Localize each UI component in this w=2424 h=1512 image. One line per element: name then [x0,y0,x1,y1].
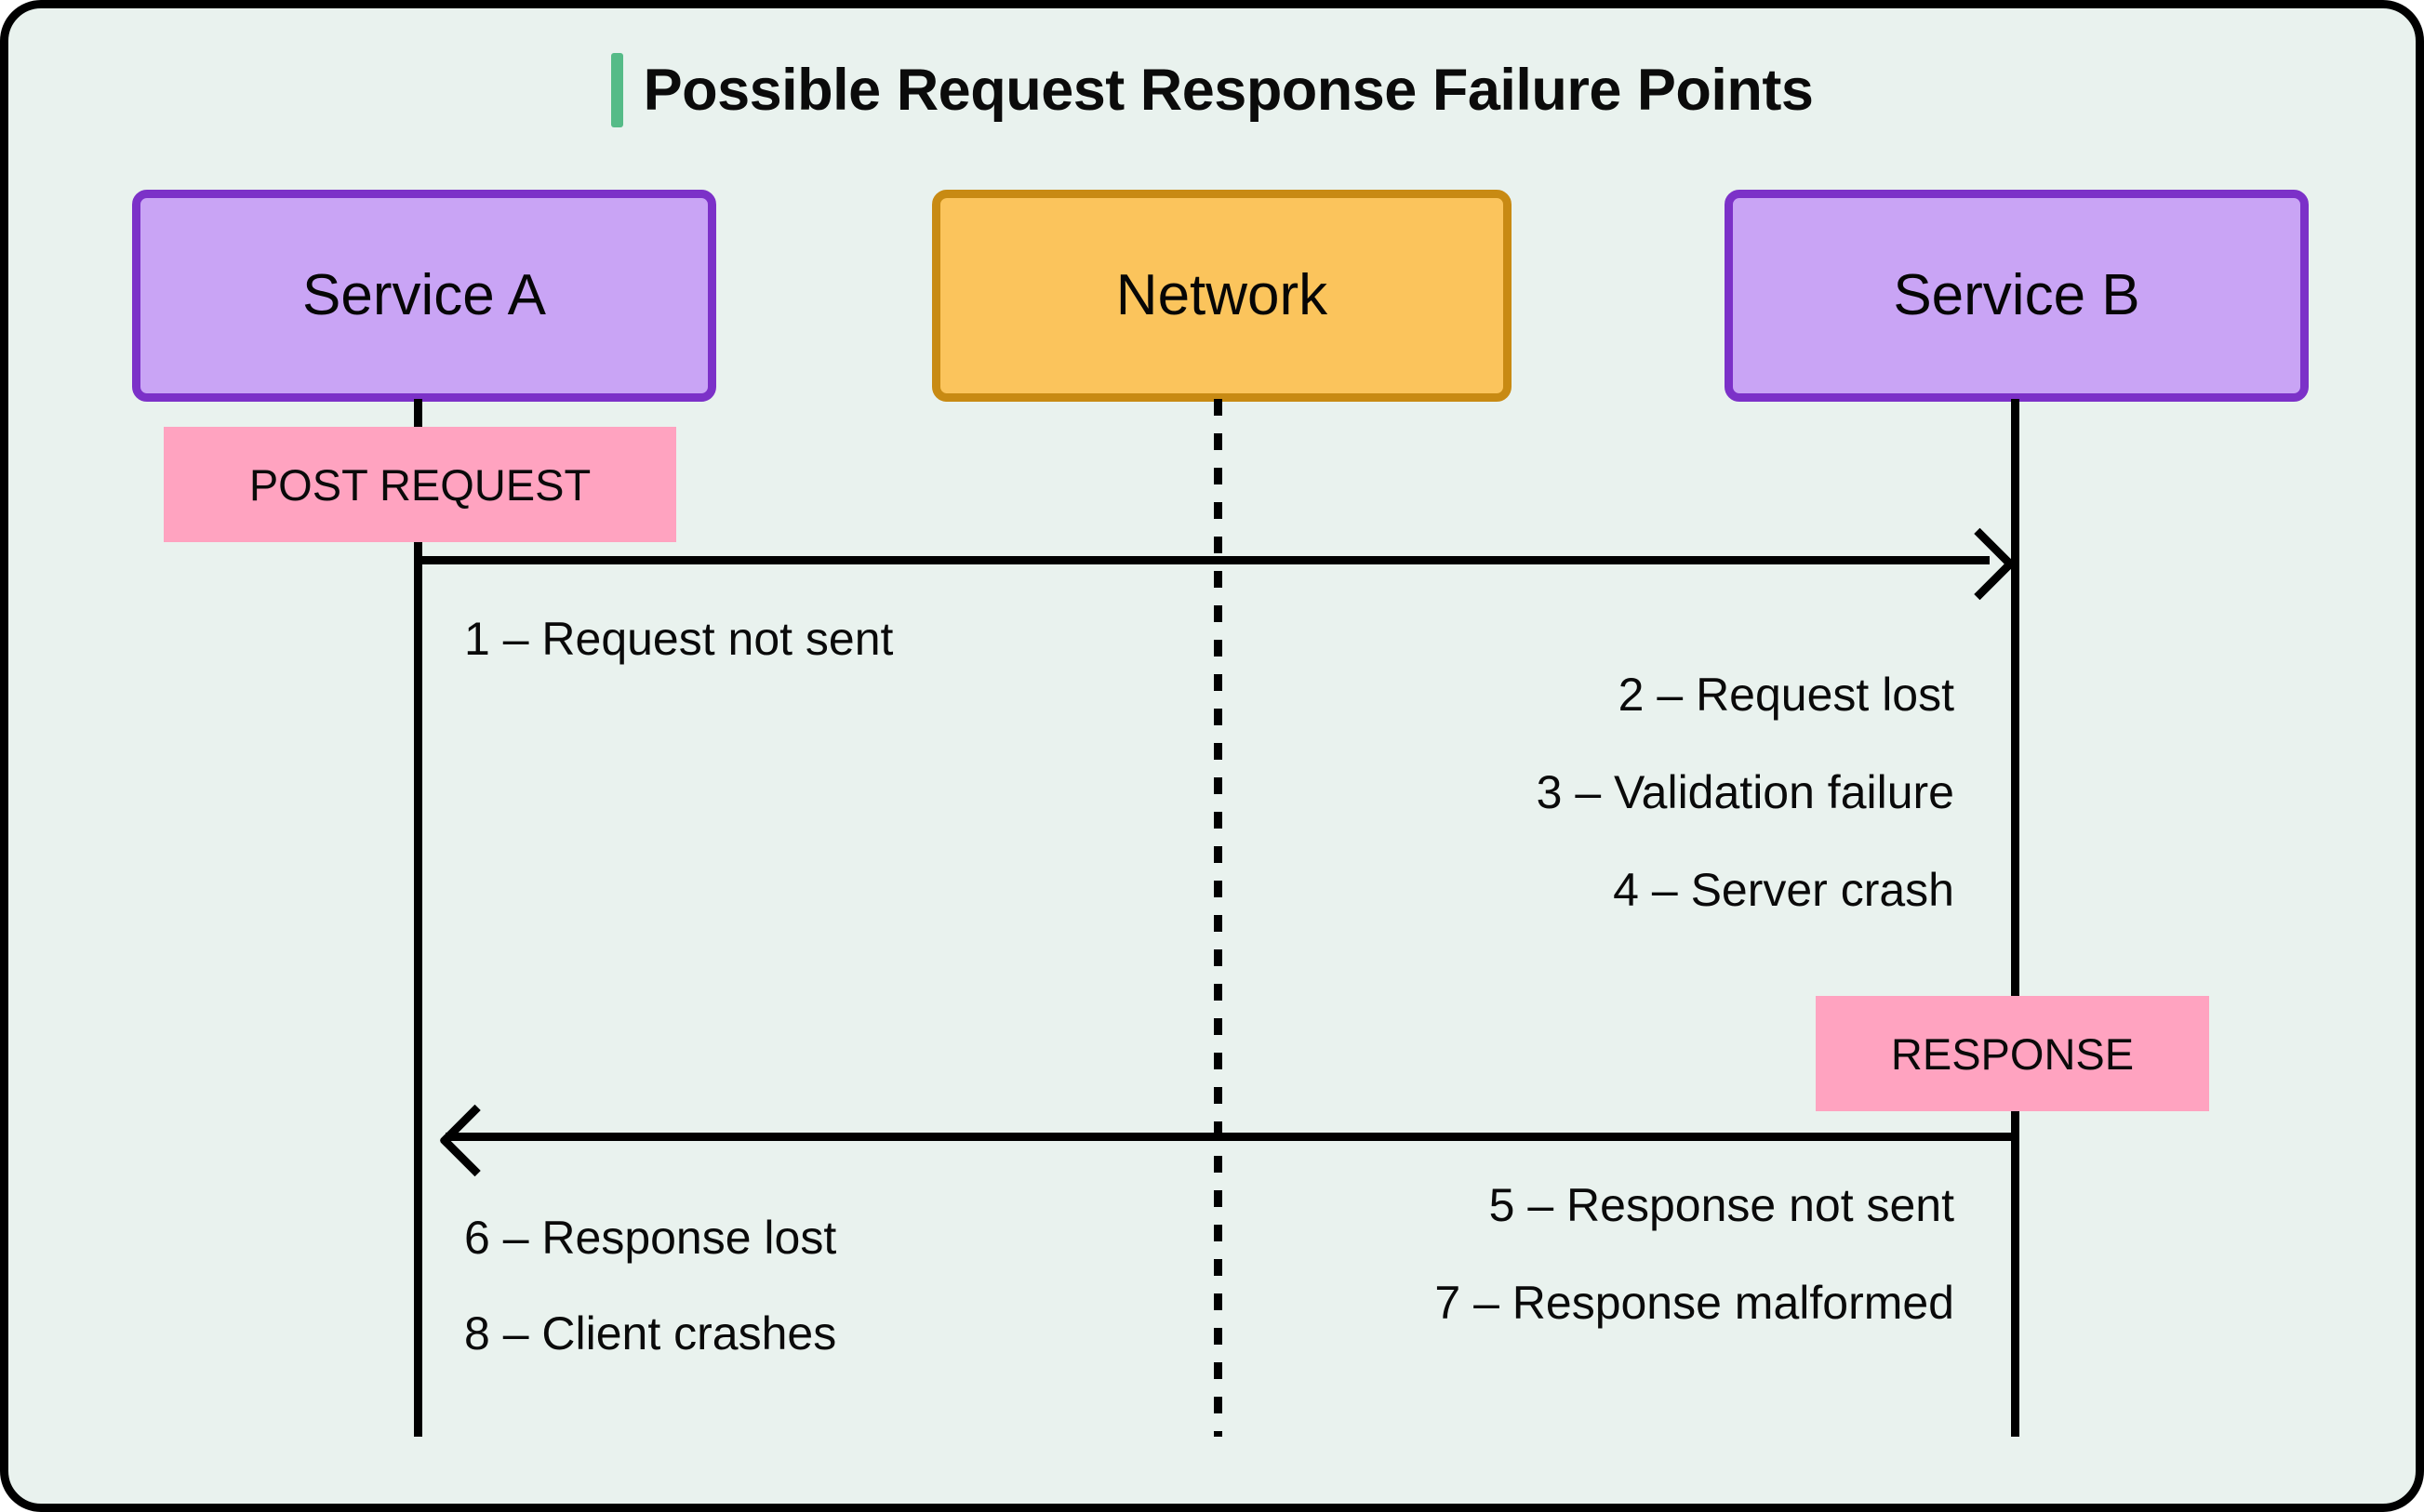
response-arrow-line [446,1133,2015,1141]
participant-label-service-b: Service B [1893,263,2140,327]
message-tag-response: RESPONSE [1816,996,2209,1111]
failure-point-2: 2 – Request lost [1618,669,1954,721]
diagram-title-row: Possible Request Response Failure Points [8,44,2416,137]
lifeline-service-a [414,399,422,1437]
lifeline-network [1214,399,1222,1437]
failure-point-1: 1 – Request not sent [464,613,894,665]
failure-point-6: 6 – Response lost [464,1212,837,1264]
participant-box-service-a[interactable]: Service A [132,190,716,402]
message-tag-response-label: RESPONSE [1890,1028,2135,1079]
arrow-right-icon [1943,527,2017,601]
page-title: Possible Request Response Failure Points [643,57,1814,123]
lifeline-service-b [2011,399,2019,1437]
participant-box-service-b[interactable]: Service B [1725,190,2309,402]
failure-point-5: 5 – Response not sent [1488,1179,1954,1231]
participant-label-network: Network [1115,263,1328,327]
request-arrow-line [418,556,1990,564]
title-accent-bar [610,53,623,127]
message-tag-post-request-label: POST REQUEST [248,459,592,510]
failure-point-8: 8 – Client crashes [464,1307,837,1359]
participant-label-service-a: Service A [302,263,546,327]
failure-point-4: 4 – Server crash [1613,864,1954,916]
arrow-left-icon [438,1104,512,1177]
message-tag-post-request: POST REQUEST [164,427,676,542]
participant-box-network[interactable]: Network [932,190,1512,402]
failure-point-3: 3 – Validation failure [1536,766,1954,818]
failure-point-7: 7 – Response malformed [1434,1277,1954,1329]
